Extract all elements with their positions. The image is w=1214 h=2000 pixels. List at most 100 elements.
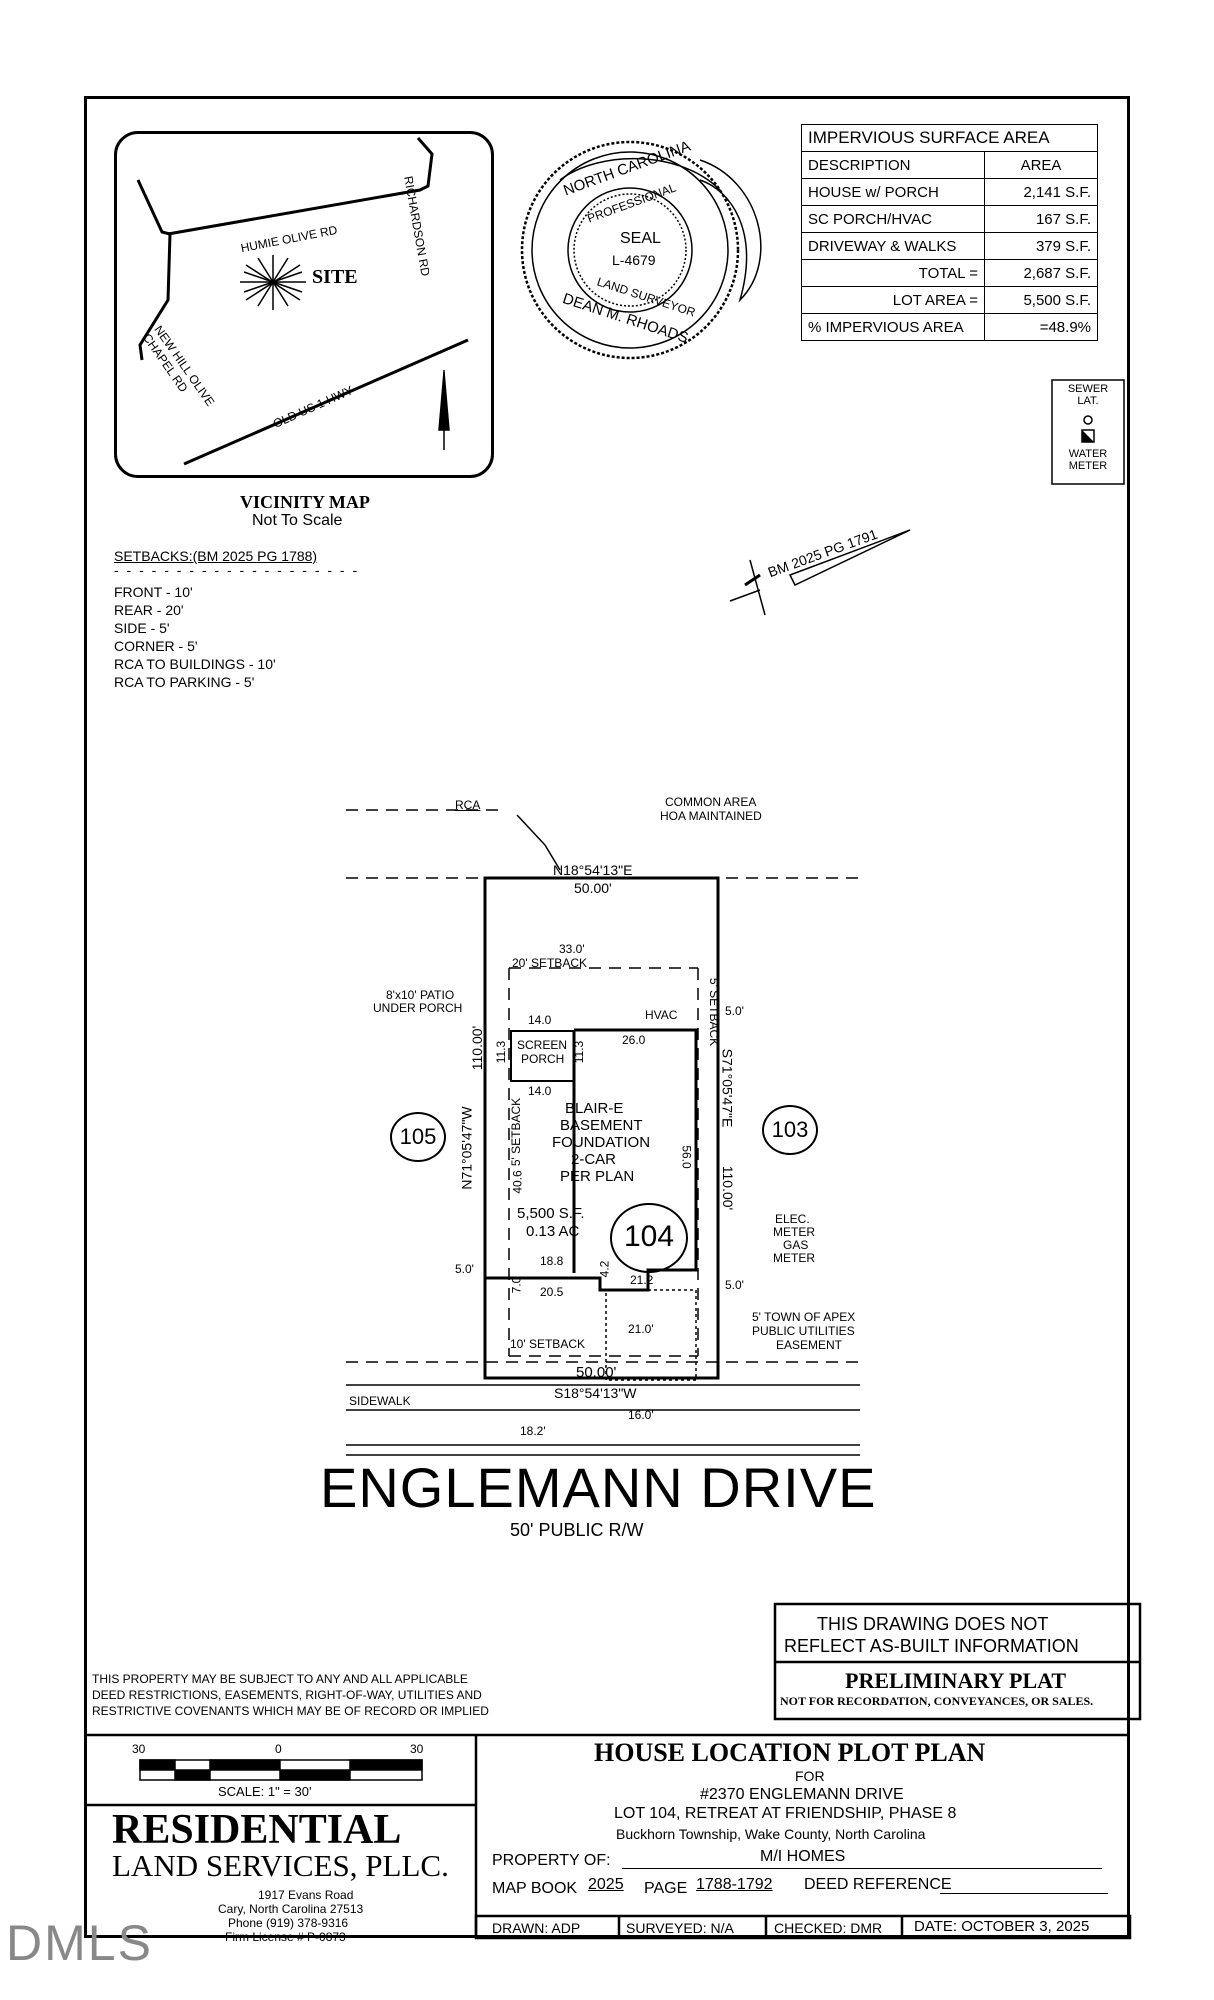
property-of-label: PROPERTY OF: xyxy=(492,1852,611,1869)
vicinity-subtitle: Not To Scale xyxy=(252,512,343,529)
property-of-value: M/I HOMES xyxy=(760,1848,846,1865)
lot-103-badge: 103 xyxy=(762,1105,818,1155)
mapbook-value: 2025 xyxy=(588,1876,624,1893)
easement-3: EASEMENT xyxy=(776,1338,843,1352)
house-line-5: PER PLAN xyxy=(560,1168,635,1185)
page-label: PAGE xyxy=(644,1880,688,1897)
firm-phone: Phone (919) 378-9316 xyxy=(228,1916,349,1930)
site-star-icon xyxy=(240,255,306,310)
dim-14-bottom: 14.0 xyxy=(528,1084,552,1098)
dim-5-right-bottom: 5.0' xyxy=(725,1278,744,1292)
east-distance: 110.00' xyxy=(720,1165,737,1211)
setback-item: FRONT - 10' xyxy=(114,584,193,600)
legend-sewer: SEWER LAT. xyxy=(1067,383,1109,407)
row-area: 2,141 S.F. xyxy=(984,178,1098,206)
driveway xyxy=(605,1289,697,1381)
title-block-frame xyxy=(84,1602,1142,1940)
row-desc: TOTAL = xyxy=(801,259,985,287)
row-desc: % IMPERVIOUS AREA xyxy=(801,313,985,341)
setback-item: RCA TO PARKING - 5' xyxy=(114,674,255,690)
checked-by: CHECKED: DMR xyxy=(774,1920,883,1936)
lot-105-badge: 105 xyxy=(390,1112,446,1162)
dim-182: 18.2' xyxy=(520,1424,546,1438)
scale-left: 30 xyxy=(132,1742,146,1756)
north-distance: 50.00' xyxy=(574,880,612,896)
deed-line xyxy=(940,1893,1108,1894)
setbacks-divider: - - - - - - - - - - - - - - - - - - - - xyxy=(114,562,360,578)
plan-township: Buckhorn Township, Wake County, North Ca… xyxy=(616,1826,926,1842)
lot-boundary xyxy=(483,876,720,1380)
scale-bar xyxy=(139,1759,423,1781)
row-area: 2,687 S.F. xyxy=(984,259,1098,287)
sidewalk-label: SIDEWALK xyxy=(349,1394,411,1408)
deed-note-1: THIS PROPERTY MAY BE SUBJECT TO ANY AND … xyxy=(92,1672,468,1686)
asbuilt-note-1: THIS DRAWING DOES NOT xyxy=(817,1614,1049,1634)
legend-water: WATER METER xyxy=(1068,448,1108,472)
bm-north-arrow-icon xyxy=(729,529,911,616)
scale-text: SCALE: 1" = 30' xyxy=(218,1784,312,1799)
dim-188: 18.8 xyxy=(540,1254,564,1268)
seal-number: L-4679 xyxy=(612,252,656,268)
setback-item: SIDE - 5' xyxy=(114,620,170,636)
south-bearing: S18°54'13"W xyxy=(554,1385,637,1401)
lot-acres: 0.13 AC xyxy=(526,1223,580,1240)
setbacks-title: SETBACKS:(BM 2025 PG 1788) xyxy=(114,548,318,564)
patio-label: 8'x10' PATIO xyxy=(386,988,455,1002)
seal-icon xyxy=(520,140,762,360)
side-setback-right: 5' SETBACK xyxy=(707,977,722,1047)
seal-word: SEAL xyxy=(620,230,661,247)
plan-address: #2370 ENGLEMANN DRIVE xyxy=(700,1786,904,1803)
dim-113-right: 11.3 xyxy=(572,1040,587,1064)
easement-1: 5' TOWN OF APEX xyxy=(752,1310,856,1324)
setback-item: REAR - 20' xyxy=(114,602,184,618)
firm-name-2: LAND SERVICES, PLLC. xyxy=(112,1848,449,1883)
preliminary-sub: NOT FOR RECORDATION, CONVEYANCES, OR SAL… xyxy=(780,1694,1094,1708)
dim-56: 56.0 xyxy=(679,1145,694,1169)
east-bearing: S71°05'47"E xyxy=(719,1048,736,1128)
vicinity-map xyxy=(114,131,494,478)
preliminary-plat: PRELIMINARY PLAT xyxy=(845,1668,1067,1693)
meter-label: METER xyxy=(773,1225,815,1239)
drawn-by: DRAWN: ADP xyxy=(492,1920,581,1936)
col-description: DESCRIPTION xyxy=(801,151,985,179)
lot-area: 5,500 S.F. xyxy=(517,1205,585,1222)
surveyed-by: SURVEYED: N/A xyxy=(626,1920,734,1936)
legend-box xyxy=(1051,379,1125,485)
rear-dist: 33.0' xyxy=(559,942,585,956)
row-area: 379 S.F. xyxy=(984,232,1098,260)
dim-5-left: 5.0' xyxy=(455,1262,474,1276)
row-area: 5,500 S.F. xyxy=(984,286,1098,314)
gas-label: GAS xyxy=(783,1238,809,1252)
dim-210: 21.0' xyxy=(628,1322,654,1336)
dim-26: 26.0 xyxy=(622,1033,646,1047)
row-desc: HOUSE w/ PORCH xyxy=(801,178,985,206)
hvac-label: HVAC xyxy=(645,1008,678,1022)
mapbook-label: MAP BOOK xyxy=(492,1880,578,1897)
site-label: SITE xyxy=(312,266,358,288)
plan-date: DATE: OCTOBER 3, 2025 xyxy=(914,1918,1090,1935)
row-desc: LOT AREA = xyxy=(801,286,985,314)
setback-lines xyxy=(346,809,860,1363)
front-setback: 10' SETBACK xyxy=(510,1337,585,1351)
common-area-label: COMMON AREA xyxy=(665,795,757,809)
side-setback-left: 5' SETBACK xyxy=(509,1097,524,1167)
street-lines xyxy=(346,1384,860,1456)
firm-license: Firm License # P-0873 xyxy=(225,1930,346,1944)
screen-porch-2: PORCH xyxy=(521,1052,565,1066)
dim-205: 20.5 xyxy=(540,1285,564,1299)
row-desc: SC PORCH/HVAC xyxy=(801,205,985,233)
plan-lot: LOT 104, RETREAT AT FRIENDSHIP, PHASE 8 xyxy=(614,1805,957,1822)
deed-reference-label: DEED REFERENCE xyxy=(804,1876,952,1893)
vicinity-roads xyxy=(136,137,469,466)
dmls-watermark: DMLS xyxy=(6,1915,153,1971)
scale-right: 30 xyxy=(410,1742,424,1756)
elec-label: ELEC. xyxy=(775,1212,810,1226)
west-distance: 110.00' xyxy=(469,1025,486,1071)
drawing-sheet xyxy=(84,96,1130,1938)
deed-note-3: RESTRICTIVE COVENANTS WHICH MAY BE OF RE… xyxy=(92,1704,489,1718)
plan-title: HOUSE LOCATION PLOT PLAN xyxy=(594,1738,986,1767)
plan-for: FOR xyxy=(795,1768,825,1784)
dim-113-left: 11.3 xyxy=(494,1040,509,1064)
